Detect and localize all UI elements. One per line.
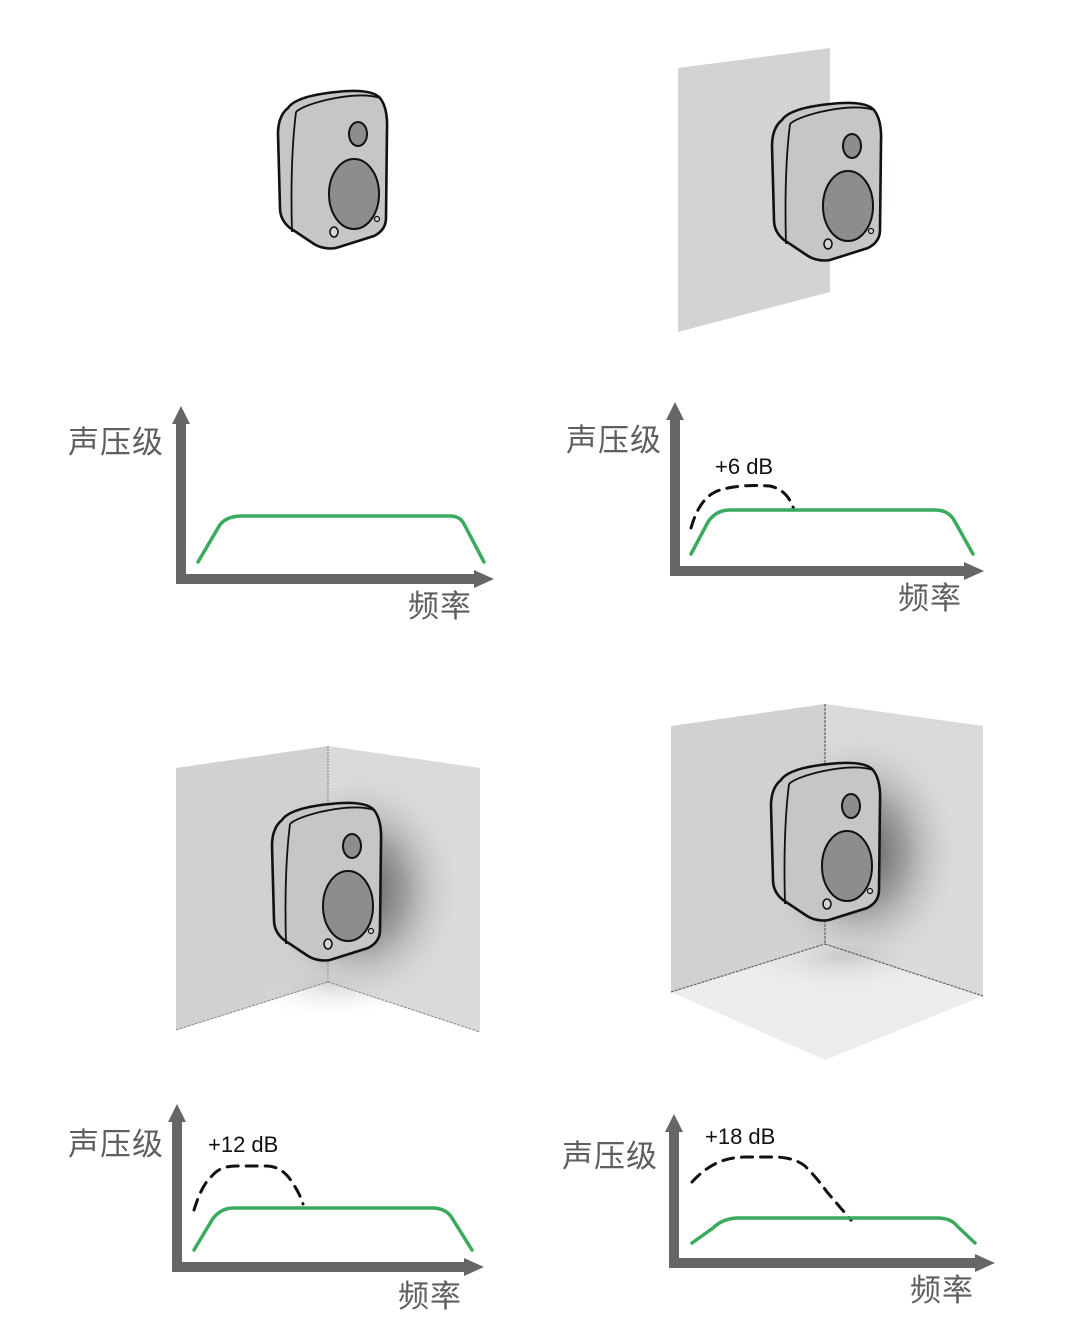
x-axis-label: 频率	[408, 589, 472, 625]
flat-response-curve	[689, 508, 975, 556]
x-axis-label: 频率	[898, 581, 962, 617]
flat-response-curve	[690, 1216, 977, 1245]
speaker-icon	[769, 761, 882, 922]
y-axis-label: 声压级	[68, 425, 164, 461]
flat-response-curve	[192, 1206, 474, 1252]
chart-axes	[666, 402, 984, 580]
scene-wall	[670, 40, 910, 340]
scene-two-wall-corner	[170, 740, 490, 1040]
boosted-response-curve	[192, 1164, 305, 1212]
y-axis-label: 声压级	[562, 1139, 658, 1175]
flat-response-curve	[196, 514, 486, 564]
chart-free-space: 声压级 频率	[60, 400, 510, 640]
chart-axes	[172, 406, 494, 588]
speaker-icon	[270, 801, 383, 962]
boosted-response-curve	[690, 1155, 853, 1222]
boosted-response-curve	[689, 484, 796, 530]
y-axis-label: 声压级	[68, 1127, 164, 1163]
boost-annotation: +18 dB	[705, 1124, 776, 1149]
scene-free-space	[270, 86, 400, 256]
chart-axes	[168, 1104, 484, 1276]
chart-two-wall-corner: 声压级 +12 dB 频率	[60, 1100, 500, 1340]
x-axis-label: 频率	[910, 1273, 974, 1309]
boost-annotation: +6 dB	[715, 454, 774, 479]
speaker-icon	[770, 101, 883, 262]
chart-three-surface-corner: 声压级 +18 dB 频率	[555, 1100, 1005, 1340]
y-axis-label: 声压级	[566, 423, 662, 459]
chart-axes	[665, 1114, 995, 1272]
x-axis-label: 频率	[398, 1279, 462, 1315]
scene-three-surface-corner	[665, 700, 990, 1065]
chart-wall: 声压级 +6 dB 频率	[560, 400, 1000, 630]
speaker-icon	[276, 89, 389, 250]
boost-annotation: +12 dB	[208, 1132, 279, 1157]
